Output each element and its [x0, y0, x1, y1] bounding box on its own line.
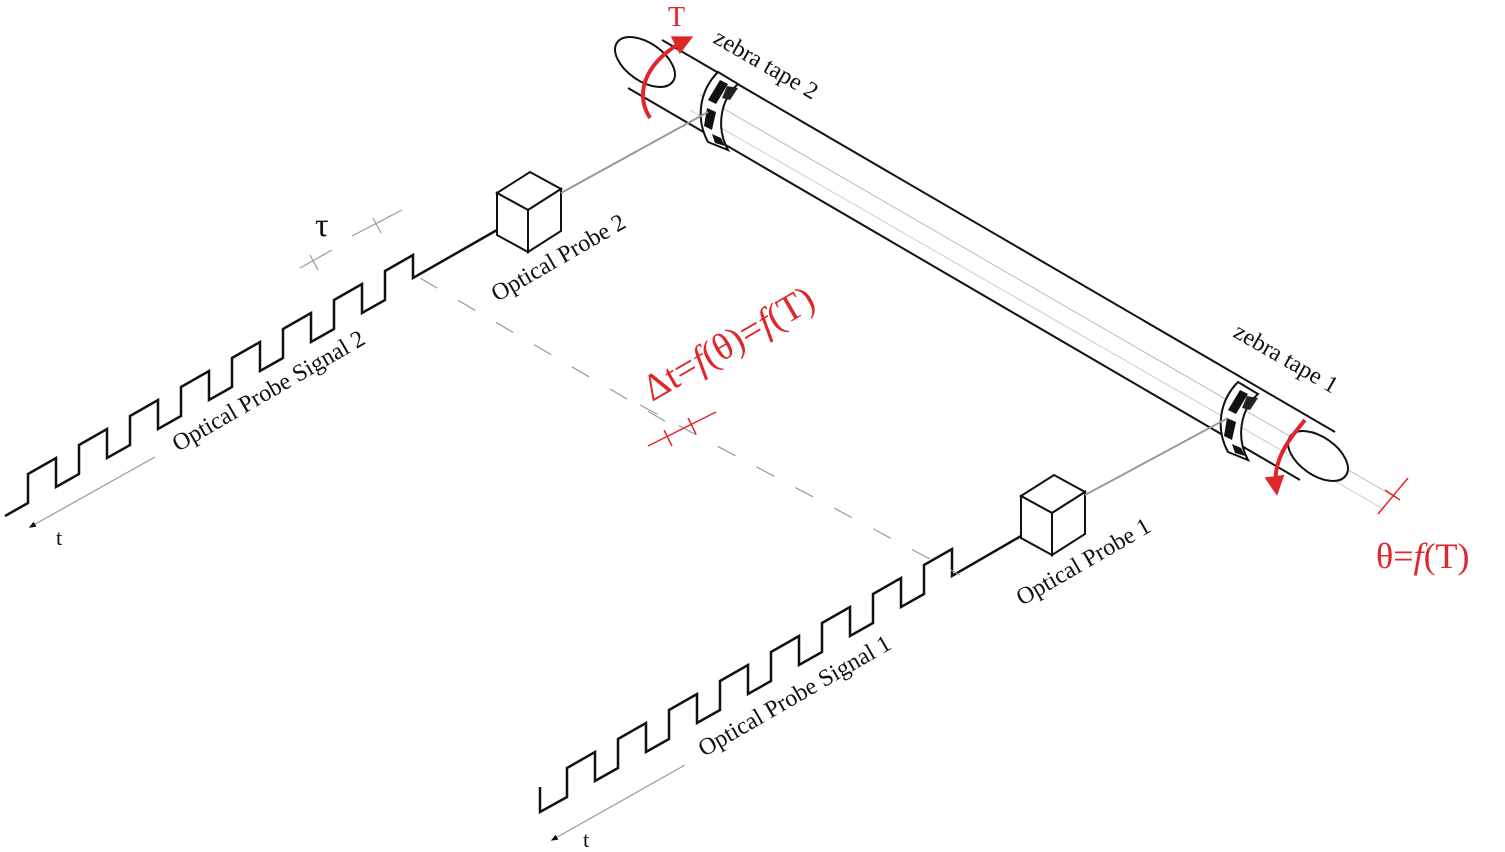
- theta-formula: θ=f(T): [1376, 536, 1470, 576]
- signal-1-waveform: [538, 534, 1022, 815]
- shaft-left-end-cap: [614, 36, 676, 88]
- torque-label: T: [668, 2, 685, 33]
- shaft-axis-line-2: [689, 109, 1386, 511]
- torque-arrow-1: [1264, 418, 1307, 496]
- tau-label: τ: [315, 207, 329, 244]
- delta-t-formula: Δt=f(θ)=f(T): [636, 278, 822, 410]
- signal-1-label: Optical Probe Signal 1: [694, 631, 896, 763]
- projection-line-1: [639, 404, 961, 576]
- projection-line-2: [419, 277, 681, 431]
- shaft-bottom-edge: [627, 87, 1301, 481]
- optical-probe-2-cube: [495, 170, 563, 254]
- delta-t-dimension: [647, 411, 717, 447]
- zebra-tape-1-band: [1219, 380, 1260, 462]
- shaft-top-edge: [661, 39, 1336, 433]
- signal-2-label: Optical Probe Signal 2: [168, 326, 370, 458]
- probe-2-beam: [560, 111, 709, 194]
- time-axis-1: [550, 764, 686, 841]
- torque-arrow-2: [640, 36, 694, 120]
- shaft-axis-line: [699, 94, 1396, 498]
- time-label-1: t: [583, 827, 589, 852]
- theta-end: (T): [1424, 536, 1470, 576]
- tau-dimension: [299, 209, 403, 271]
- probe-1-beam: [1084, 417, 1229, 496]
- optical-probe-1-cube: [1019, 473, 1087, 557]
- zebra-tape-2-band: [699, 70, 740, 152]
- time-label-2: t: [56, 525, 62, 550]
- shaft: [614, 36, 1396, 511]
- time-axis-2: [28, 456, 156, 528]
- theta-dimension: [1377, 477, 1409, 515]
- signal-2-waveform: [4, 228, 498, 518]
- theta-lhs: θ=: [1376, 536, 1414, 576]
